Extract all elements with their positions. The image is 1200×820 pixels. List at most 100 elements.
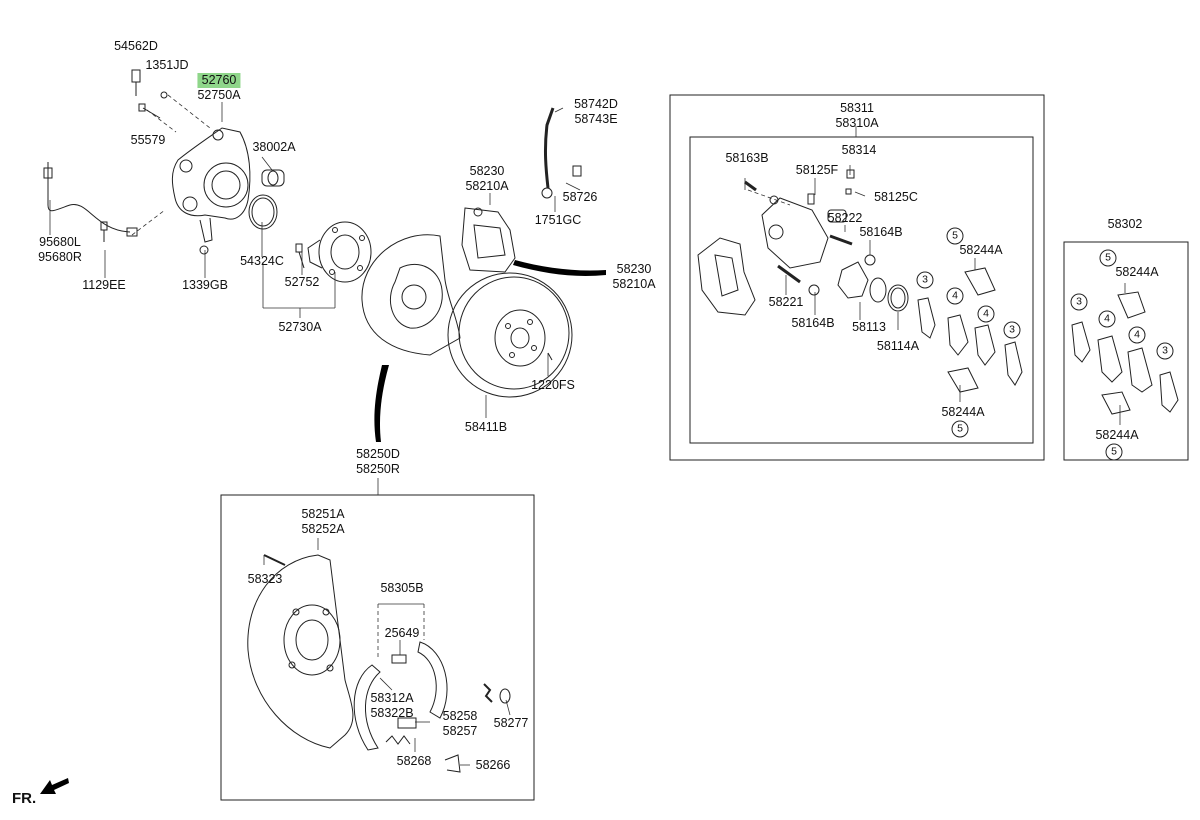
label-52750A[interactable]: 52750A — [197, 88, 241, 102]
label-58743E[interactable]: 58743E — [574, 112, 618, 126]
label-58250R[interactable]: 58250R — [356, 462, 400, 476]
snap-ring-drawing — [248, 194, 278, 230]
label-sensor-group[interactable]: 95680L 95680R — [38, 235, 82, 265]
label-25649[interactable]: 25649 — [384, 626, 420, 640]
label-58244A-upper[interactable]: 58244A — [959, 243, 1003, 257]
hose-fitting — [541, 187, 553, 199]
label-adjuster-group[interactable]: 58258 58257 — [443, 709, 478, 739]
lower-backing-plate-drawing — [247, 554, 354, 749]
sensor-connector — [43, 167, 53, 179]
label-hose-group[interactable]: 58742D 58743E — [574, 97, 618, 127]
label-58164B-upper[interactable]: 58164B — [859, 225, 903, 239]
label-58244A-lower[interactable]: 58244A — [941, 405, 985, 419]
label-58163B[interactable]: 58163B — [725, 151, 769, 165]
caliper-body-drawing — [697, 195, 829, 316]
disc-screw — [547, 352, 553, 361]
label-backing-plate-group[interactable]: 58251A 58252A — [301, 507, 344, 537]
label-58322B[interactable]: 58322B — [370, 706, 414, 720]
label-95680R[interactable]: 95680R — [38, 250, 82, 264]
ref-circle-3[interactable]: 3 — [1003, 321, 1021, 339]
ref-circle-5[interactable]: 5 — [951, 420, 969, 438]
label-caliper-group-upper[interactable]: 58230 58210A — [465, 164, 508, 194]
hub-bearing-drawing — [307, 221, 372, 283]
ref-circle-4[interactable]: 4 — [1098, 310, 1116, 328]
label-58258[interactable]: 58258 — [442, 709, 478, 723]
shoes-drawing — [353, 641, 511, 773]
label-55579[interactable]: 55579 — [130, 133, 166, 147]
snap-ring-inner — [251, 197, 275, 227]
caliper-small-parts — [744, 169, 876, 296]
label-caliper-group-right[interactable]: 58230 58210A — [612, 262, 655, 292]
label-1351JD[interactable]: 1351JD — [145, 58, 189, 72]
pad-kit-drawing — [1071, 291, 1179, 415]
label-58312A[interactable]: 58312A — [370, 691, 414, 705]
label-lever-group[interactable]: 58312A 58322B — [370, 691, 413, 721]
label-58230-upper[interactable]: 58230 — [469, 164, 505, 178]
front-direction-label: FR. — [12, 790, 37, 807]
label-38002A[interactable]: 38002A — [252, 140, 296, 154]
label-58222[interactable]: 58222 — [827, 211, 863, 225]
label-58114A[interactable]: 58114A — [876, 339, 920, 353]
label-52730A[interactable]: 52730A — [278, 320, 322, 334]
label-58314[interactable]: 58314 — [841, 143, 877, 157]
label-1129EE[interactable]: 1129EE — [82, 278, 126, 292]
disc-drawing — [447, 272, 573, 398]
label-58221[interactable]: 58221 — [768, 295, 804, 309]
label-58411B[interactable]: 58411B — [464, 420, 508, 434]
parking-brake-box — [220, 494, 535, 801]
label-caliper-assy[interactable]: 58311 58310A — [835, 101, 878, 131]
ref-circle-5[interactable]: 5 — [1105, 443, 1123, 461]
label-54324C[interactable]: 54324C — [240, 254, 284, 268]
label-1751GC[interactable]: 1751GC — [534, 213, 582, 227]
label-54562D[interactable]: 54562D — [114, 39, 158, 53]
label-58125C[interactable]: 58125C — [874, 190, 918, 204]
caliper-assembly-box — [669, 94, 1045, 461]
ref-circle-3[interactable]: 3 — [916, 271, 934, 289]
label-58302[interactable]: 58302 — [1107, 217, 1143, 231]
label-58113[interactable]: 58113 — [852, 320, 886, 334]
label-58310A[interactable]: 58310A — [835, 116, 879, 130]
label-52752[interactable]: 52752 — [284, 275, 320, 289]
ref-circle-3[interactable]: 3 — [1070, 293, 1088, 311]
connector-swoosh-shoe — [374, 365, 389, 442]
bushing-drawing — [261, 169, 285, 187]
label-58742D[interactable]: 58742D — [574, 97, 618, 111]
label-shoe-group[interactable]: 58250D 58250R — [356, 447, 400, 477]
bolts-drawing — [100, 69, 305, 269]
label-58210A-upper[interactable]: 58210A — [465, 179, 509, 193]
label-58252A[interactable]: 58252A — [301, 522, 345, 536]
ref-circle-4[interactable]: 4 — [977, 305, 995, 323]
ref-circle-3[interactable]: 3 — [1156, 342, 1174, 360]
label-58244A-kit-upper[interactable]: 58244A — [1115, 265, 1159, 279]
label-58268[interactable]: 58268 — [396, 754, 432, 768]
label-52760-highlighted[interactable]: 52760 — [197, 73, 241, 88]
label-58244A-kit-lower[interactable]: 58244A — [1095, 428, 1139, 442]
label-58250D[interactable]: 58250D — [356, 447, 400, 461]
ref-circle-4[interactable]: 4 — [946, 287, 964, 305]
label-58305B[interactable]: 58305B — [380, 581, 424, 595]
label-58311[interactable]: 58311 — [840, 101, 874, 115]
label-58323[interactable]: 58323 — [247, 572, 283, 586]
ref-circle-5[interactable]: 5 — [1099, 249, 1117, 267]
label-58251A[interactable]: 58251A — [301, 507, 345, 521]
label-58726[interactable]: 58726 — [562, 190, 598, 204]
piston-drawing — [837, 261, 909, 312]
pad-kit-box — [1063, 241, 1189, 461]
ref-circle-5[interactable]: 5 — [946, 227, 964, 245]
label-58266[interactable]: 58266 — [475, 758, 511, 772]
label-58164B-lower[interactable]: 58164B — [791, 316, 835, 330]
label-58125F[interactable]: 58125F — [795, 163, 839, 177]
label-58257[interactable]: 58257 — [442, 724, 478, 738]
label-1220FS[interactable]: 1220FS — [531, 378, 575, 392]
label-95680L[interactable]: 95680L — [39, 235, 81, 249]
label-58277[interactable]: 58277 — [493, 716, 529, 730]
label-1339GB[interactable]: 1339GB — [182, 278, 228, 292]
label-knuckle-group[interactable]: 52760 52750A — [197, 73, 241, 103]
ref-circle-4[interactable]: 4 — [1128, 326, 1146, 344]
label-58230-right[interactable]: 58230 — [616, 262, 652, 276]
label-58210A-right[interactable]: 58210A — [612, 277, 656, 291]
caliper-drawing — [461, 207, 516, 273]
caliper-inner-box — [689, 136, 1034, 444]
